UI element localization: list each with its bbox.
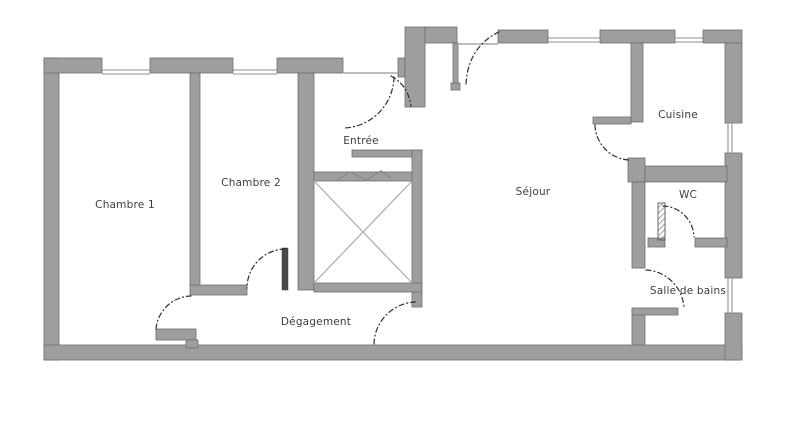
window-sdb-right bbox=[727, 278, 733, 313]
elevator-shaft bbox=[313, 170, 413, 284]
door-arc-cuisine bbox=[594, 124, 631, 161]
wall-chambre2-bottom bbox=[189, 284, 248, 296]
room-label-cuisine: Cuisine bbox=[658, 109, 698, 121]
window-chambre2 bbox=[233, 69, 277, 75]
door-arc-wc bbox=[662, 205, 695, 238]
wall-chambre1-stub-foot bbox=[185, 339, 199, 349]
wall-elevator-bottom bbox=[313, 282, 423, 293]
wall-elevator-right bbox=[411, 149, 423, 308]
window-chambre1 bbox=[102, 69, 150, 75]
wall-right-lower bbox=[724, 312, 743, 361]
entry-pillar-notch bbox=[397, 57, 406, 78]
wall-right-mid bbox=[724, 152, 743, 279]
room-label-degagement: Dégagement bbox=[281, 316, 351, 328]
wall-top-corner bbox=[702, 29, 743, 44]
room-label-salle-de-bains: Salle de bains bbox=[650, 285, 726, 297]
room-label-entree: Entrée bbox=[343, 135, 379, 147]
wall-divider-chambres bbox=[189, 72, 201, 288]
entry-vestibule-foot bbox=[450, 82, 461, 91]
door-arc-chambre2 bbox=[246, 248, 286, 289]
room-labels: Chambre 1 Chambre 2 Entrée Séjour Cuisin… bbox=[95, 109, 726, 328]
door-arc-chambre1 bbox=[155, 295, 192, 330]
wall-top-seg3 bbox=[276, 57, 344, 74]
wall-left bbox=[43, 57, 60, 361]
shaft-cross-line bbox=[313, 180, 413, 284]
wall-entree-partition bbox=[351, 149, 423, 158]
elevator-door-squiggle bbox=[335, 170, 392, 182]
wall-wc-bottom-right bbox=[694, 237, 728, 248]
wall-top-seg4 bbox=[497, 29, 549, 44]
wall-wc-bottom-left bbox=[647, 237, 666, 248]
wc-sliding-door bbox=[657, 202, 666, 241]
wall-right-upper bbox=[724, 42, 743, 124]
window-cuisine-right bbox=[727, 123, 733, 153]
wall-cuisine-wc bbox=[644, 165, 728, 183]
wall-sdb-divider-upper bbox=[631, 181, 646, 269]
window-cuisine-top bbox=[675, 37, 703, 43]
door-arc-entree-second bbox=[390, 75, 412, 107]
window-sejour-top bbox=[548, 37, 600, 43]
entry-vestibule-top bbox=[424, 26, 458, 44]
room-label-wc: WC bbox=[679, 189, 697, 201]
room-label-sejour: Séjour bbox=[516, 186, 551, 198]
walls bbox=[43, 26, 743, 361]
door-arc-entree-main bbox=[343, 76, 395, 129]
wall-cuisine-door-stub bbox=[592, 116, 632, 125]
entry-pillar bbox=[404, 26, 426, 108]
entry-vestibule-right bbox=[452, 42, 459, 86]
wall-cuisine-bottom-left bbox=[627, 157, 646, 183]
windows bbox=[102, 37, 733, 313]
wall-elevator-top bbox=[313, 171, 414, 182]
door-arc-salle-de-bains bbox=[645, 269, 685, 310]
room-label-chambre-1: Chambre 1 bbox=[95, 199, 155, 211]
wall-chambre1-door-stub bbox=[155, 328, 197, 341]
wall-chambre2-right bbox=[297, 72, 315, 291]
doors bbox=[155, 30, 695, 345]
wall-top-seg5 bbox=[599, 29, 676, 44]
door-arc-sejour-porch bbox=[465, 30, 502, 85]
wall-bottom bbox=[43, 344, 743, 361]
chambre2-door-leaf bbox=[281, 247, 289, 291]
room-label-chambre-2: Chambre 2 bbox=[221, 177, 281, 189]
wall-top-seg1 bbox=[43, 57, 103, 74]
door-arc-degagement-sejour bbox=[373, 301, 417, 345]
wall-top-seg2 bbox=[149, 57, 234, 74]
wall-sdb-stub bbox=[631, 307, 679, 316]
wall-cuisine-left bbox=[630, 42, 644, 123]
